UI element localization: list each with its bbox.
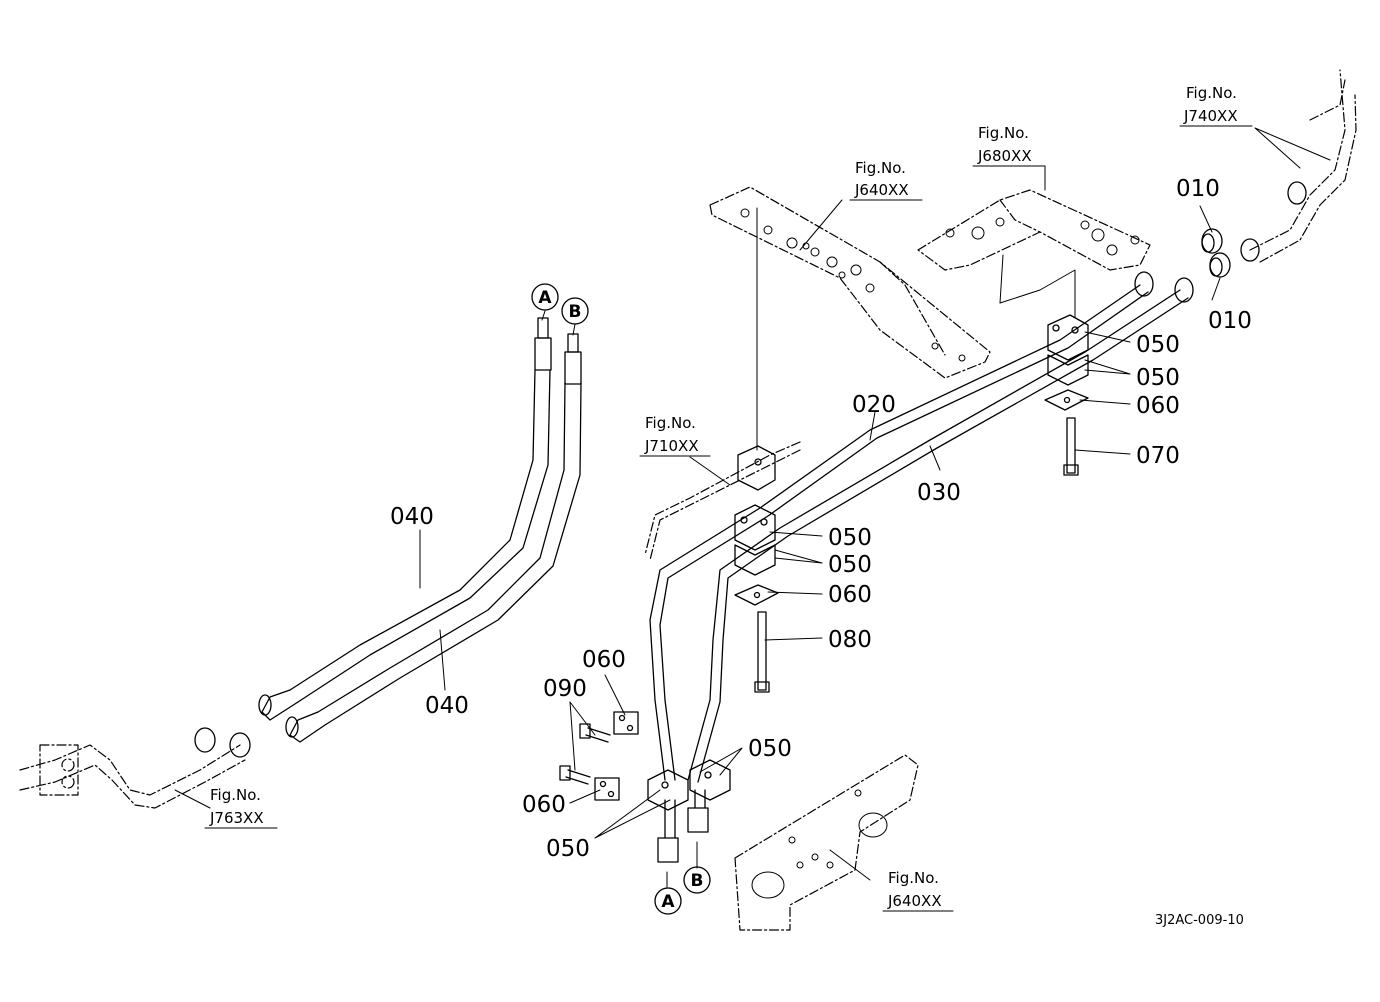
hose-040-ends — [258, 689, 326, 743]
callout-labels: 010 010 020 030 040 040 050 050 050 050 … — [390, 176, 1252, 862]
frame-j640-top — [709, 186, 991, 379]
frame-j763-pipes — [19, 744, 246, 809]
frame-j640-bottom — [734, 754, 919, 931]
callout-050-right-2: 050 — [1136, 365, 1180, 391]
bolt-080 — [754, 611, 770, 693]
fig-references: Fig.No. J640XX Fig.No. J680XX Fig.No. J7… — [204, 84, 1253, 912]
frame-j740-pipes — [1249, 69, 1357, 263]
fig-ref-j763-line2: J763XX — [209, 809, 264, 827]
callout-060-right: 060 — [1136, 393, 1180, 419]
fig-ref-j710-line2: J710XX — [644, 437, 699, 455]
fig-ref-j740-line2: J740XX — [1183, 107, 1238, 125]
fittings-010 — [1201, 181, 1307, 278]
frame-j680 — [917, 189, 1151, 271]
callout-030: 030 — [917, 480, 961, 506]
clamp-050-right — [1047, 314, 1089, 386]
marker-a-top: A — [538, 288, 552, 308]
fig-ref-j640-bottom-line1: Fig.No. — [888, 869, 939, 887]
fig-ref-j640-top-line2: J640XX — [854, 181, 909, 199]
callout-060-lower-left: 060 — [522, 792, 566, 818]
hose-unions — [194, 727, 251, 758]
callout-090: 090 — [543, 676, 587, 702]
callout-010-lower: 010 — [1208, 308, 1252, 334]
frame-j710-pipes — [644, 441, 801, 561]
callout-070: 070 — [1136, 443, 1180, 469]
frame-j640-bottom-holes — [751, 789, 888, 899]
marker-b-top: B — [569, 302, 582, 322]
fig-ref-j740-line1: Fig.No. — [1186, 84, 1237, 102]
fig-ref-j680-line2: J680XX — [977, 147, 1032, 165]
diagram-code: 3J2AC-009-10 — [1155, 913, 1244, 928]
frame-j640-top-holes — [740, 208, 966, 362]
callout-050-right-1: 050 — [1136, 332, 1180, 358]
pipe-nuts — [657, 271, 1194, 863]
callout-040-upper: 040 — [390, 504, 434, 530]
marker-b-bottom: B — [691, 871, 704, 891]
connection-markers: A B A B — [531, 283, 711, 915]
fig-ref-j710-line1: Fig.No. — [645, 414, 696, 432]
callout-010-upper: 010 — [1176, 176, 1220, 202]
callout-050-middle-2: 050 — [828, 552, 872, 578]
bolts-090 — [559, 723, 611, 785]
pipe-030 — [687, 289, 1189, 783]
clamp-050-middle — [734, 504, 776, 576]
leader-lines — [174, 127, 1331, 888]
bolt-070 — [1063, 417, 1079, 476]
callout-050-bottom-right: 050 — [748, 736, 792, 762]
callout-040-lower: 040 — [425, 693, 469, 719]
frame-j680-holes — [945, 217, 1140, 256]
callout-060-middle: 060 — [828, 582, 872, 608]
fig-ref-j763-line1: Fig.No. — [210, 786, 261, 804]
callout-020: 020 — [852, 392, 896, 418]
plates-060 — [594, 389, 1089, 801]
callout-080: 080 — [828, 627, 872, 653]
fig-ref-j640-bottom-line2: J640XX — [887, 892, 942, 910]
marker-a-bottom: A — [661, 892, 675, 912]
callout-050-middle-1: 050 — [828, 525, 872, 551]
fig-ref-j680-line1: Fig.No. — [978, 124, 1029, 142]
hose-040-b — [317, 333, 582, 726]
pipe-020 — [649, 284, 1149, 781]
hose-040-a — [289, 317, 552, 703]
fig-ref-j640-top-line1: Fig.No. — [855, 159, 906, 177]
clamp-050-bottom — [647, 759, 731, 811]
callout-060-upper-left: 060 — [582, 647, 626, 673]
callout-050-bottom-left: 050 — [546, 836, 590, 862]
clamp-j710 — [737, 445, 776, 491]
